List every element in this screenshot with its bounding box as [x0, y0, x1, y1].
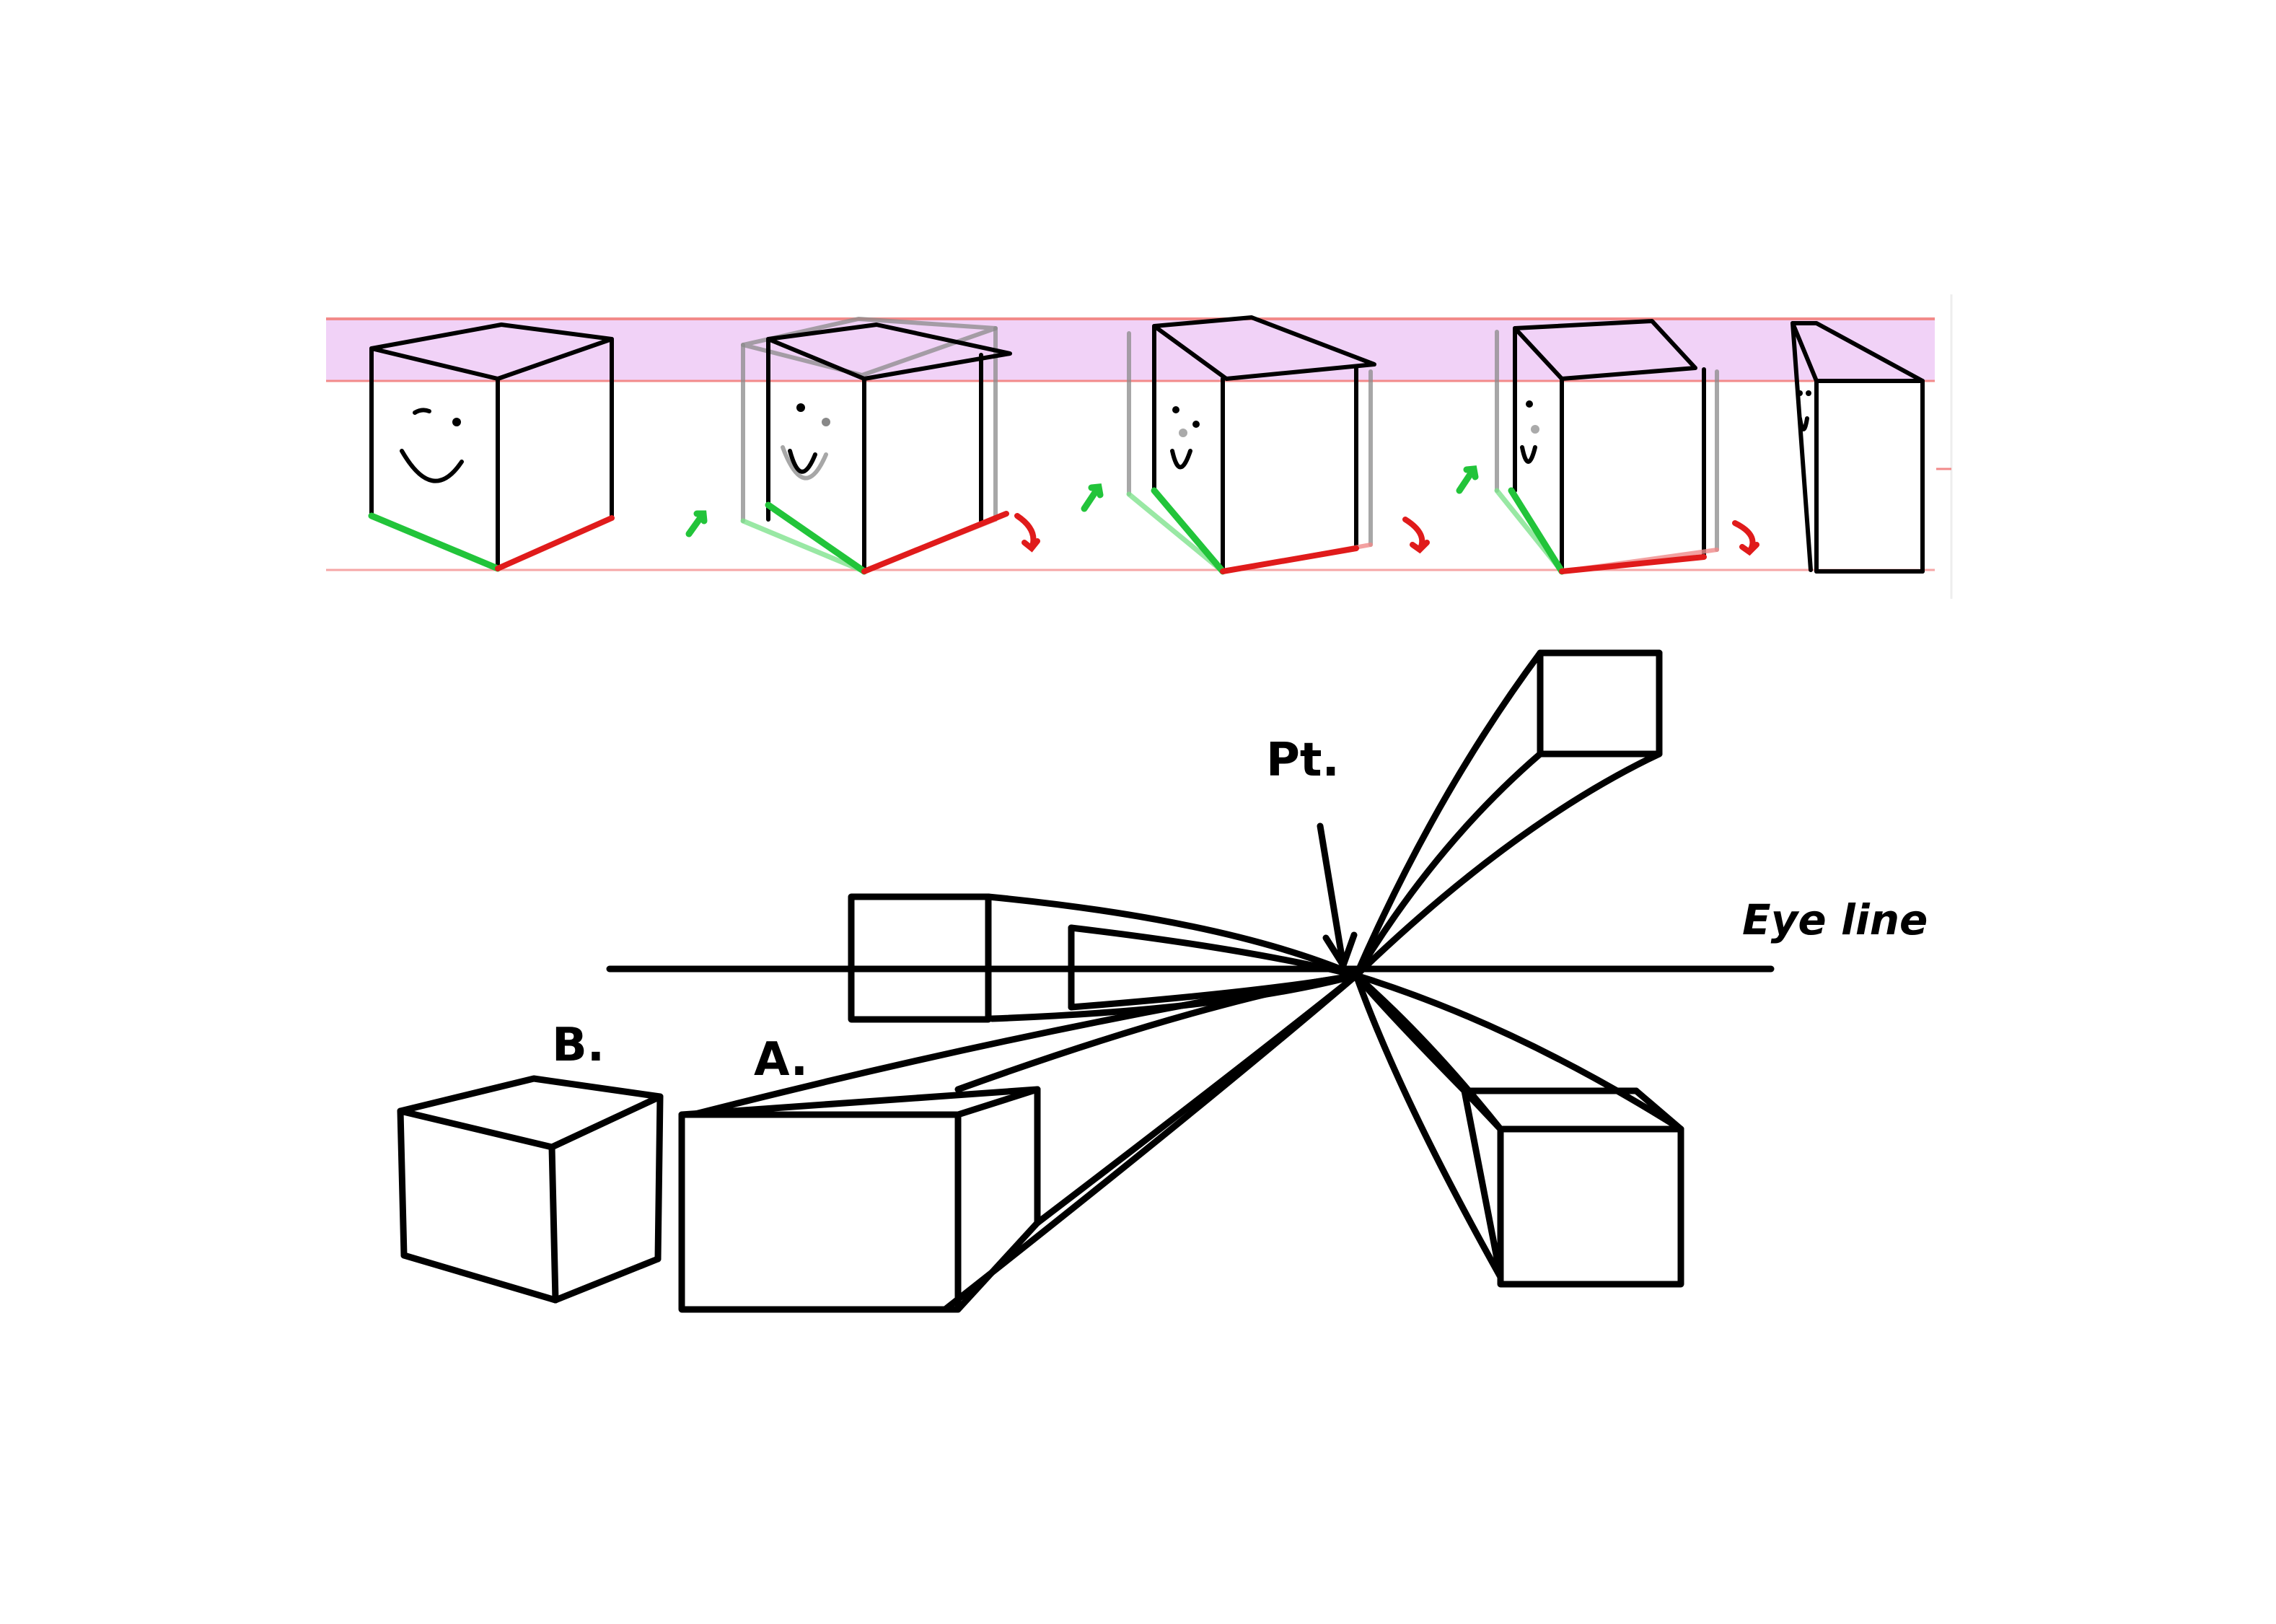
arrow-down-icon — [1014, 513, 1040, 553]
cube-4 — [1456, 319, 1759, 575]
eye-line-label: Eye line — [1742, 895, 1928, 944]
smiley-face — [1520, 400, 1539, 464]
cube-5 — [1791, 321, 1925, 574]
box-lower-right — [1461, 1087, 1684, 1288]
box-a — [678, 1086, 1041, 1313]
box-b-label: B. — [552, 1019, 605, 1072]
cube-3 — [1081, 315, 1430, 575]
smiley-face — [400, 408, 464, 483]
point-arrow-icon — [1317, 822, 1358, 969]
cube-1 — [368, 322, 615, 572]
box-on-eye-line — [848, 893, 1075, 1023]
box-a-label: A. — [754, 1033, 808, 1087]
convergence-lines — [689, 649, 1684, 1313]
rotation-strip — [326, 294, 1953, 599]
box-b — [397, 1075, 664, 1304]
arrow-up-icon — [1456, 465, 1479, 494]
smiley-face — [1797, 390, 1811, 431]
one-point-perspective: Pt. Eye line A. B. — [397, 649, 1928, 1313]
pt-label: Pt. — [1266, 734, 1340, 787]
smiley-face — [1170, 406, 1200, 470]
arrow-down-icon — [1402, 517, 1430, 554]
arrow-up-icon — [1081, 483, 1104, 512]
box-upper-right — [1537, 649, 1663, 758]
cube-2 — [685, 317, 1040, 575]
arrow-up-icon — [685, 510, 708, 537]
smiley-face — [781, 403, 830, 480]
arrow-down-icon — [1732, 520, 1759, 556]
